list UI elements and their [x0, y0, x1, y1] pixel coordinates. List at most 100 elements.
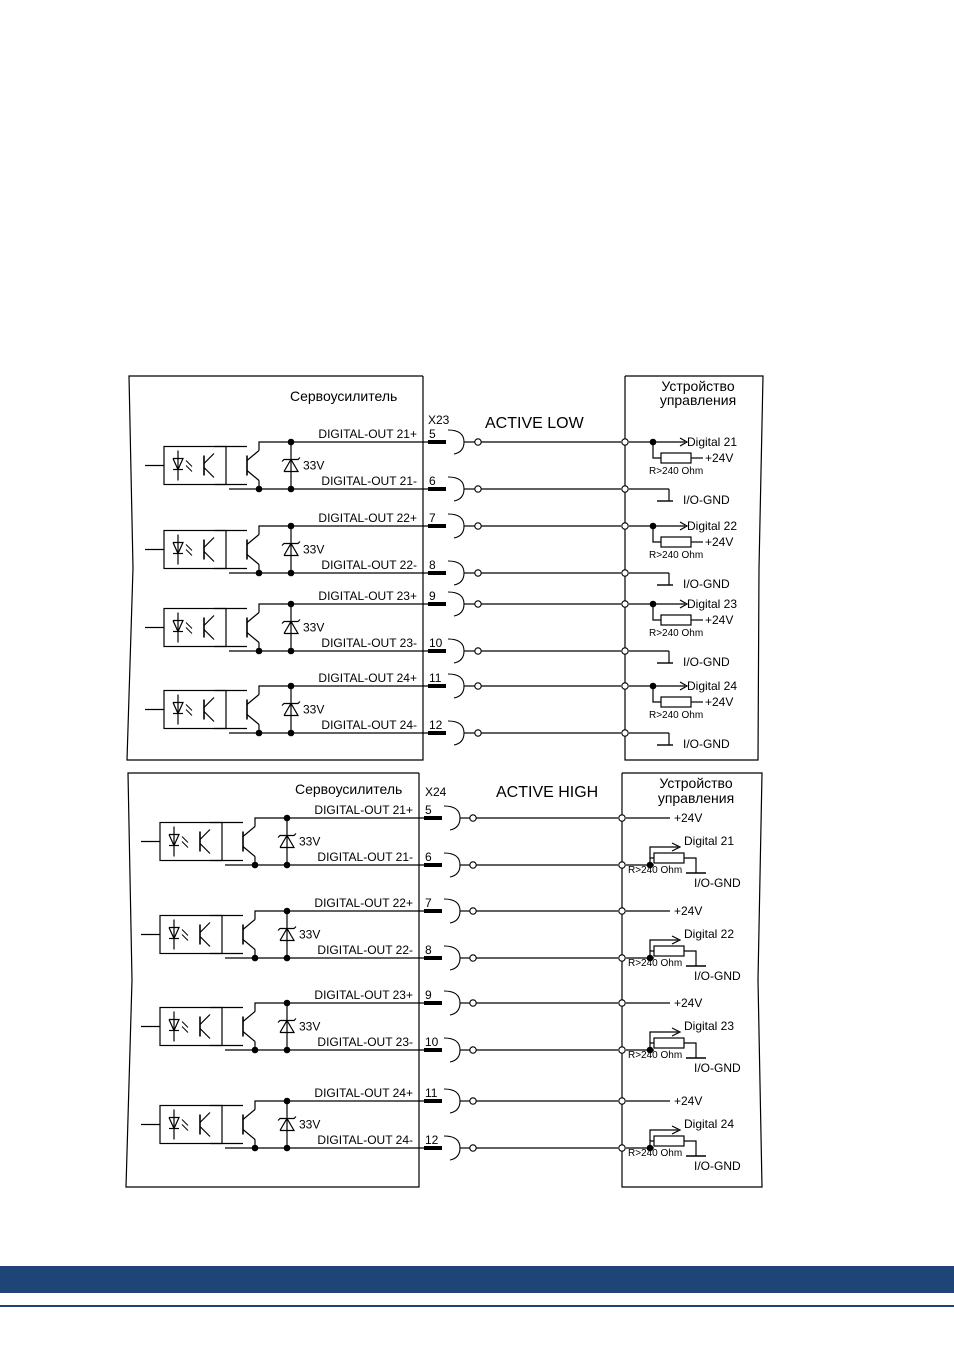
transistor-icon	[242, 1109, 256, 1120]
terminal-node	[618, 907, 626, 915]
resistor-icon	[653, 1037, 685, 1049]
output-plus-wire	[254, 1002, 424, 1012]
transistor-icon	[242, 1031, 256, 1042]
junction-dot	[287, 682, 295, 690]
pin-number: 6	[429, 474, 436, 488]
servo-amplifier-title: Сервоусилитель	[295, 781, 402, 797]
servo-amplifier-frame	[126, 375, 424, 761]
pin-number: 11	[429, 671, 442, 685]
terminal-node	[621, 682, 629, 690]
phototransistor-icon	[203, 537, 215, 548]
supply-label: +24V	[674, 904, 702, 918]
zener-diode-icon	[281, 619, 301, 624]
pin-number: 6	[425, 850, 432, 864]
junction-dot	[287, 729, 295, 737]
optocoupler-box	[159, 1104, 223, 1145]
cable-shield-node	[474, 647, 482, 655]
junction-dot	[283, 1144, 291, 1152]
wire	[652, 604, 661, 621]
transistor-icon	[242, 846, 256, 857]
digital-input-label: Digital 23	[684, 1019, 734, 1033]
output-minus-label: DIGITAL-OUT 24-	[321, 718, 417, 732]
ground-label: I/O-GND	[694, 1159, 741, 1173]
light-arrow-icon	[181, 841, 189, 848]
arrow-icon	[671, 1027, 682, 1037]
connector-label: X24	[425, 785, 447, 799]
transistor-icon	[246, 554, 260, 565]
optocoupler-box	[159, 821, 223, 862]
zener-diode-icon	[277, 833, 297, 838]
transistor-icon	[246, 450, 260, 461]
terminal-node	[621, 647, 629, 655]
ground-label: I/O-GND	[683, 493, 730, 507]
cable-shield-node	[474, 600, 482, 608]
cable-shield-arc	[443, 1135, 461, 1161]
output-plus-wire	[254, 1100, 424, 1110]
cable-shield-arc	[443, 805, 461, 831]
cable-shield-arc	[447, 673, 465, 699]
junction-dot	[283, 814, 291, 822]
digital-input-label: Digital 23	[687, 597, 737, 611]
light-arrow-icon	[181, 1124, 189, 1131]
output-minus-label: DIGITAL-OUT 22-	[321, 558, 417, 572]
light-arrow-icon	[185, 460, 193, 467]
cable-shield-node	[469, 999, 477, 1007]
resistor-icon	[660, 452, 692, 464]
junction-dot	[283, 954, 291, 962]
output-plus-label: DIGITAL-OUT 21+	[314, 803, 413, 817]
zener-diode-icon	[283, 702, 300, 717]
zener-diode-icon	[277, 1018, 297, 1023]
zener-diode-icon	[279, 1117, 296, 1132]
light-arrow-icon	[181, 1021, 189, 1028]
optocoupler-box	[163, 529, 227, 570]
footer-line	[0, 1305, 954, 1307]
junction-dot	[255, 647, 263, 655]
cable-shield-node	[469, 1046, 477, 1054]
wire	[649, 846, 678, 858]
pin-number: 12	[429, 718, 443, 732]
junction-dot	[287, 522, 295, 530]
cable-shield-arc	[447, 560, 465, 586]
cable-shield-node	[469, 954, 477, 962]
digital-input-label: Digital 21	[684, 834, 734, 848]
zener-diode-icon	[283, 458, 300, 473]
resistor-label: R>240 Ohm	[628, 1148, 682, 1159]
wire	[649, 939, 678, 951]
zener-voltage-label: 33V	[299, 1020, 320, 1034]
terminal-node	[618, 1144, 626, 1152]
terminal-node	[618, 814, 626, 822]
arrow-icon	[679, 437, 689, 447]
cable-shield-node	[469, 1097, 477, 1105]
wire	[652, 526, 661, 543]
resistor-icon	[653, 852, 685, 864]
connector-label: X23	[428, 413, 450, 427]
cable-shield-node	[474, 438, 482, 446]
wire	[649, 1031, 678, 1043]
junction-dot	[283, 1097, 291, 1105]
optocoupler-box	[163, 445, 227, 486]
phototransistor-icon	[203, 697, 215, 708]
transistor-icon	[246, 632, 260, 643]
zener-diode-icon	[279, 1019, 296, 1034]
wire	[684, 857, 697, 873]
supply-label: +24V	[705, 535, 733, 549]
pin-number: 9	[429, 589, 436, 603]
phototransistor-icon	[199, 1126, 211, 1137]
cable-shield-node	[474, 522, 482, 530]
mode-label: ACTIVE HIGH	[496, 784, 598, 801]
control-device-title: управления	[660, 392, 736, 408]
control-device-frame	[621, 772, 763, 1188]
phototransistor-icon	[203, 453, 215, 464]
transistor-icon	[242, 1011, 256, 1022]
wire	[684, 1042, 697, 1058]
zener-diode-icon	[279, 927, 296, 942]
transistor-icon	[242, 939, 256, 950]
phototransistor-icon	[203, 467, 215, 478]
cable-shield-node	[474, 729, 482, 737]
zener-voltage-label: 33V	[299, 1118, 320, 1132]
resistor-label: R>240 Ohm	[649, 466, 703, 477]
